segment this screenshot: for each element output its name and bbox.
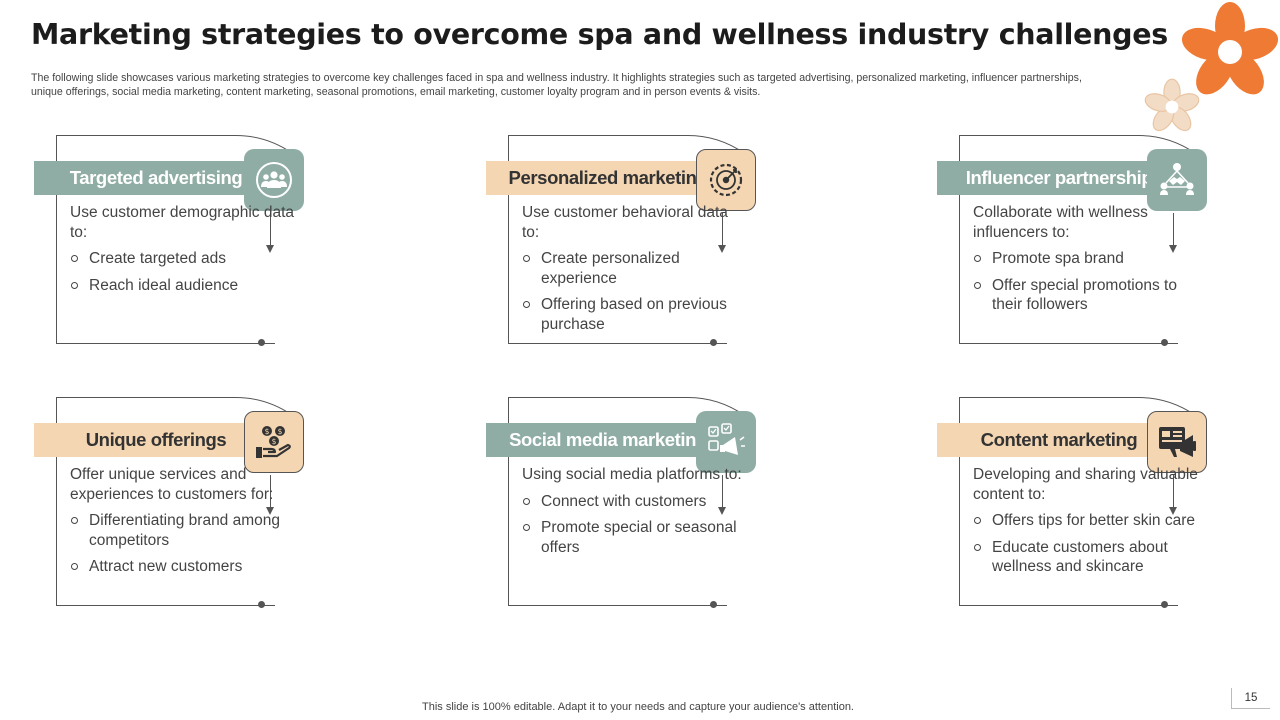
card-end-dot xyxy=(258,601,265,608)
card-end-dot xyxy=(1161,339,1168,346)
strategy-card-content-marketing: Content marketing Developing and sharing… xyxy=(937,397,1237,627)
bullet-item: Create personalized experience xyxy=(522,249,747,288)
card-frame xyxy=(508,135,727,344)
card-intro: Offer unique services and experiences to… xyxy=(70,466,274,503)
card-end-dot xyxy=(710,601,717,608)
people-group-icon xyxy=(244,149,304,211)
page-number: 15 xyxy=(1231,688,1270,709)
bullet-item: Offering based on previous purchase xyxy=(522,295,747,334)
card-title: Social media marketing xyxy=(486,423,730,457)
card-frame xyxy=(959,397,1178,606)
card-end-dot xyxy=(710,339,717,346)
bullet-item: Offer special promotions to their follow… xyxy=(973,276,1198,315)
down-arrow-icon xyxy=(1169,475,1177,515)
bullet-item: Offers tips for better skin care xyxy=(973,511,1198,531)
card-title: Unique offerings xyxy=(34,423,278,457)
strategy-card-influencer-partnership: Influencer partnership Collaborate with … xyxy=(937,135,1237,365)
down-arrow-icon xyxy=(718,213,726,253)
hand-coins-icon: $ $ $ xyxy=(244,411,304,473)
bullet-item: Promote spa brand xyxy=(973,249,1198,269)
bullet-item: Create targeted ads xyxy=(70,249,295,269)
strategy-card-unique-offerings: Unique offerings $ $ $ Offer unique serv… xyxy=(34,397,334,627)
card-end-dot xyxy=(1161,601,1168,608)
card-frame xyxy=(959,135,1178,344)
content-megaphone-icon xyxy=(1147,411,1207,473)
slide-footer: This slide is 100% editable. Adapt it to… xyxy=(422,701,854,713)
card-bullets: Offers tips for better skin care Educate… xyxy=(973,511,1198,577)
bullet-item: Reach ideal audience xyxy=(70,276,295,296)
svg-text:$: $ xyxy=(265,427,270,436)
bullet-item: Differentiating brand among competitors xyxy=(70,511,295,550)
card-bullets: Create personalized experience Offering … xyxy=(522,249,747,334)
card-intro: Collaborate with wellness influencers to… xyxy=(973,204,1148,241)
down-arrow-icon xyxy=(266,213,274,253)
strategy-card-social-media-marketing: Social media marketing Using social medi… xyxy=(486,397,786,627)
light-flower-icon xyxy=(1144,78,1200,132)
card-frame xyxy=(508,397,727,606)
card-intro: Use customer behavioral data to: xyxy=(522,204,728,241)
card-body: Developing and sharing valuable content … xyxy=(973,465,1198,584)
card-bullets: Differentiating brand among competitors … xyxy=(70,511,295,577)
card-title: Targeted advertising xyxy=(34,161,278,195)
down-arrow-icon xyxy=(718,475,726,515)
network-handshake-icon xyxy=(1147,149,1207,211)
slide-subtitle: The following slide showcases various ma… xyxy=(31,72,1082,98)
bullet-item: Attract new customers xyxy=(70,557,295,577)
target-gear-icon xyxy=(696,149,756,211)
card-frame xyxy=(56,397,275,606)
card-frame xyxy=(56,135,275,344)
svg-text:$: $ xyxy=(272,437,277,446)
strategy-card-personalized-marketing: Personalized marketing Use customer beha… xyxy=(486,135,786,365)
card-intro: Use customer demographic data to: xyxy=(70,204,295,241)
card-end-dot xyxy=(258,339,265,346)
card-bullets: Connect with customers Promote special o… xyxy=(522,492,747,558)
card-body: Use customer demographic data to: Create… xyxy=(70,203,295,302)
card-body: Offer unique services and experiences to… xyxy=(70,465,295,584)
card-title: Content marketing xyxy=(937,423,1181,457)
bullet-item: Connect with customers xyxy=(522,492,747,512)
card-title: Influencer partnership xyxy=(937,161,1181,195)
card-bullets: Promote spa brand Offer special promotio… xyxy=(973,249,1198,315)
svg-text:$: $ xyxy=(278,427,283,436)
card-bullets: Create targeted ads Reach ideal audience xyxy=(70,249,295,295)
orange-flower-icon xyxy=(1181,2,1279,95)
card-body: Using social media platforms to: Connect… xyxy=(522,465,747,564)
social-megaphone-icon xyxy=(696,411,756,473)
down-arrow-icon xyxy=(1169,213,1177,253)
strategy-card-targeted-advertising: Targeted advertising Use customer demogr… xyxy=(34,135,334,365)
card-intro: Developing and sharing valuable content … xyxy=(973,466,1198,503)
bullet-item: Educate customers about wellness and ski… xyxy=(973,538,1198,577)
slide-title: Marketing strategies to overcome spa and… xyxy=(31,18,1168,51)
card-body: Collaborate with wellness influencers to… xyxy=(973,203,1198,322)
bullet-item: Promote special or seasonal offers xyxy=(522,518,747,557)
down-arrow-icon xyxy=(266,475,274,515)
card-body: Use customer behavioral data to: Create … xyxy=(522,203,747,341)
card-intro: Using social media platforms to: xyxy=(522,466,742,483)
card-title: Personalized marketing xyxy=(486,161,730,195)
